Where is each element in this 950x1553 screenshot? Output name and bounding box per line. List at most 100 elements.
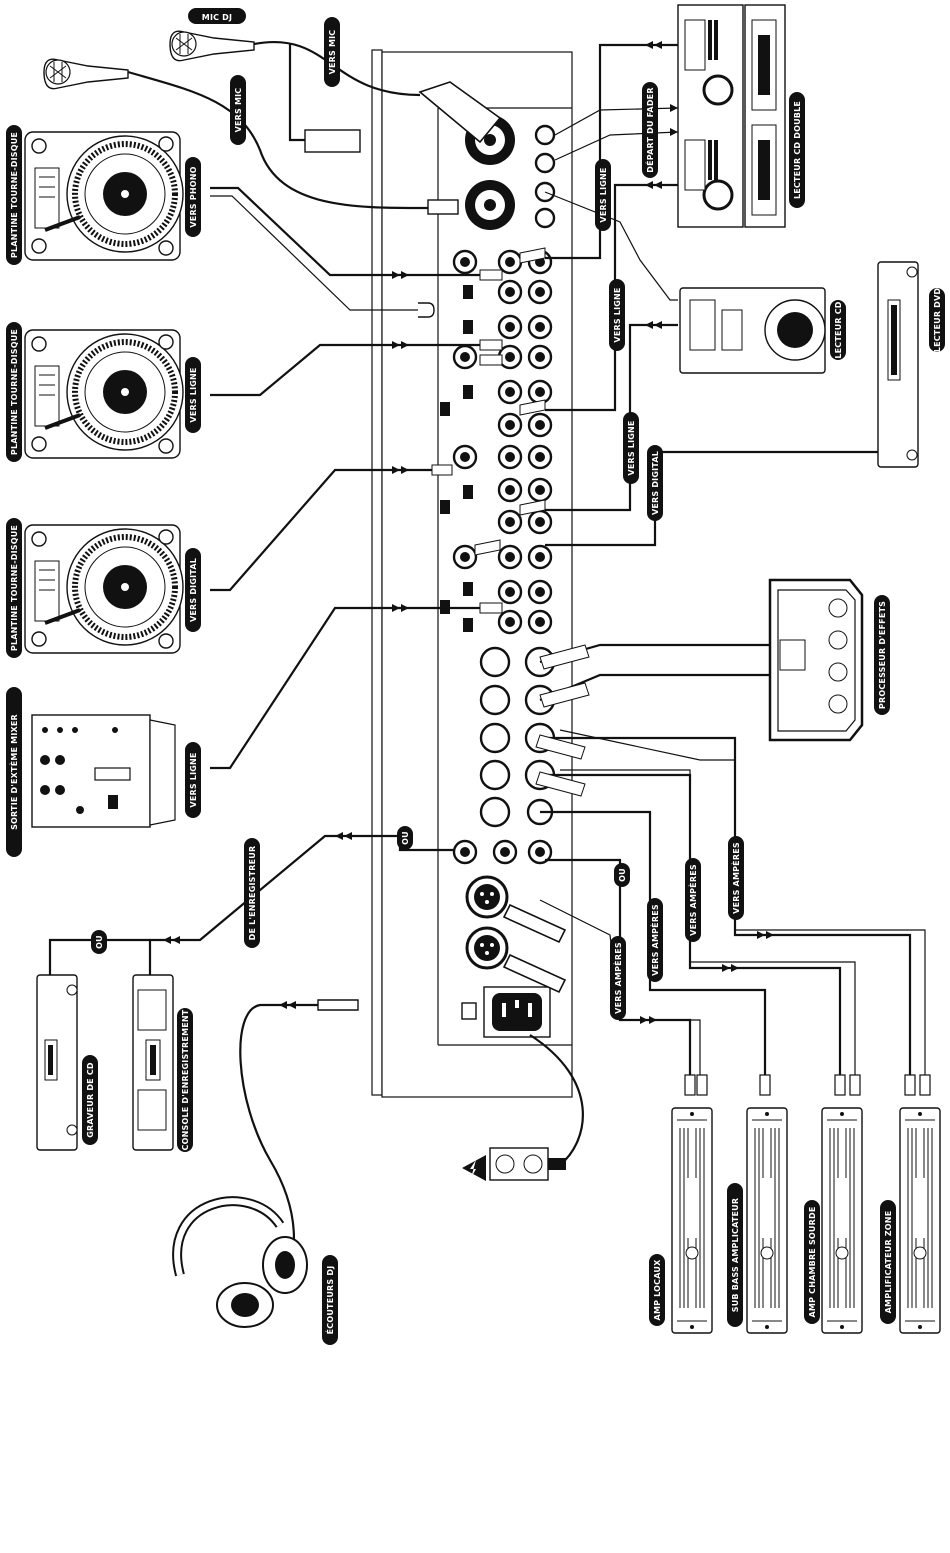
- svg-text:VERS LIGNE: VERS LIGNE: [189, 752, 198, 807]
- cd-burner-device: [36, 974, 78, 1151]
- label-amp-zone: AMPLIFICATEUR ZONE: [880, 1200, 896, 1324]
- label-amp-locaux: AMP LOCAUX: [649, 1254, 665, 1326]
- recording-deck-device: [132, 974, 174, 1151]
- svg-text:VERS LIGNE: VERS LIGNE: [613, 287, 622, 342]
- dj-microphone: [169, 30, 255, 62]
- svg-text:AMPLIFICATEUR ZONE: AMPLIFICATEUR ZONE: [884, 1211, 893, 1314]
- label-vers-amperes-4: VERS AMPÈRES: [728, 836, 744, 920]
- lightning-warning-icon: [462, 1155, 486, 1181]
- svg-text:VERS AMPÈRES: VERS AMPÈRES: [612, 942, 623, 1014]
- label-processeur-effets: PROCESSEUR D'EFFETS: [874, 595, 890, 715]
- turntable-3: [25, 525, 183, 653]
- svg-text:LECTEUR DVD: LECTEUR DVD: [933, 288, 942, 353]
- turntable-1: [25, 132, 183, 260]
- signal-arrows-headphone: [279, 1001, 296, 1009]
- label-amp-chambre: AMP CHAMBRE SOURDE: [804, 1200, 820, 1324]
- label-lecteur-cd-double: LECTEUR CD DOUBLE: [789, 92, 805, 208]
- label-vers-ligne-tt2: VERS LIGNE: [185, 357, 201, 433]
- amp-sub-bass: [746, 1107, 788, 1334]
- label-vers-mic-1: VERS MIC: [324, 17, 340, 87]
- power-inlet[interactable]: [461, 986, 551, 1038]
- signal-arrows-right: [645, 41, 678, 329]
- signal-arrows-recorder: [163, 832, 352, 944]
- svg-text:VERS LIGNE: VERS LIGNE: [189, 367, 198, 422]
- label-turntable-1: PLANTINE TOURNE-DISQUE: [6, 125, 22, 265]
- svg-text:OU: OU: [618, 868, 627, 882]
- svg-text:VERS AMPÈRES: VERS AMPÈRES: [687, 864, 698, 936]
- svg-text:VERS AMPÈRES: VERS AMPÈRES: [649, 904, 660, 976]
- label-mic-dj: MIC DJ: [188, 8, 246, 24]
- svg-text:DE L'ENREGISTREUR: DE L'ENREGISTREUR: [248, 846, 257, 941]
- svg-text:PLANTINE TOURNE-DISQUE: PLANTINE TOURNE-DISQUE: [10, 329, 19, 455]
- svg-text:SORTIE D'EXTÈME MIXER: SORTIE D'EXTÈME MIXER: [8, 714, 19, 830]
- label-depart-du-fader: DÉPART DU FADER: [642, 82, 658, 178]
- svg-text:ÉCOUTEURS DJ: ÉCOUTEURS DJ: [324, 1266, 335, 1335]
- svg-text:VERS MIC: VERS MIC: [234, 88, 243, 133]
- label-ou-right: OU: [614, 863, 630, 887]
- svg-text:VERS DIGITAL: VERS DIGITAL: [189, 558, 198, 622]
- wall-outlet: [489, 1147, 566, 1181]
- svg-text:PLANTINE TOURNE-DISQUE: PLANTINE TOURNE-DISQUE: [10, 132, 19, 258]
- label-vers-amperes-2: VERS AMPÈRES: [647, 898, 663, 982]
- rca-plugs-right: [474, 247, 546, 556]
- amp-local: [671, 1107, 713, 1334]
- xlr-plug-loose: [304, 129, 361, 153]
- svg-text:GRAVEUR DE CD: GRAVEUR DE CD: [86, 1062, 95, 1138]
- label-vers-amperes-3: VERS AMPÈRES: [685, 858, 701, 942]
- label-vers-mic-2: VERS MIC: [230, 75, 246, 145]
- label-vers-ligne-dvd: VERS LIGNE: [623, 412, 639, 484]
- svg-text:SUB BASS AMPLICATEUR: SUB BASS AMPLICATEUR: [731, 1198, 740, 1313]
- jack-plug-2: [427, 199, 459, 215]
- svg-text:VERS MIC: VERS MIC: [328, 30, 337, 75]
- svg-text:VERS DIGITAL: VERS DIGITAL: [651, 451, 660, 515]
- svg-text:PLANTINE TOURNE-DISQUE: PLANTINE TOURNE-DISQUE: [10, 525, 19, 651]
- amp-input-plugs: [684, 1074, 931, 1096]
- xlr-plug-1: [418, 81, 502, 144]
- svg-text:VERS AMPÈRES: VERS AMPÈRES: [730, 842, 741, 914]
- amp-anechoic: [821, 1107, 863, 1334]
- label-vers-digital-tt3: VERS DIGITAL: [185, 548, 201, 632]
- label-console-enregistrement: CONSOLE D'ENREGISTREMENT: [177, 1008, 193, 1152]
- svg-text:VERS PHONO: VERS PHONO: [189, 166, 198, 227]
- svg-text:MIC DJ: MIC DJ: [202, 13, 232, 22]
- label-graveur-cd: GRAVEUR DE CD: [82, 1055, 98, 1145]
- svg-text:VERS LIGNE: VERS LIGNE: [599, 167, 608, 222]
- label-vers-ligne-mixer: VERS LIGNE: [185, 742, 201, 818]
- label-lecteur-dvd: LECTEUR DVD: [929, 288, 945, 353]
- signal-arrows-amp: [640, 931, 774, 1024]
- dual-cd-player-device: [677, 4, 786, 228]
- svg-text:LECTEUR CD: LECTEUR CD: [834, 301, 843, 358]
- label-ou-top: OU: [397, 826, 413, 850]
- label-lecteur-cd: LECTEUR CD: [830, 300, 846, 360]
- label-turntable-3: PLANTINE TOURNE-DISQUE: [6, 518, 22, 658]
- fx-plugs: [502, 644, 590, 994]
- label-vers-phono: VERS PHONO: [185, 157, 201, 237]
- svg-text:OU: OU: [401, 831, 410, 845]
- external-mixer-device: [31, 714, 176, 828]
- svg-text:DÉPART DU FADER: DÉPART DU FADER: [644, 87, 655, 172]
- label-vers-digital-dvd: VERS DIGITAL: [647, 445, 663, 521]
- effects-processor-device: [768, 578, 864, 742]
- rca-plugs-left: [431, 269, 503, 614]
- label-external-mixer: SORTIE D'EXTÈME MIXER: [6, 687, 22, 857]
- turntable-2: [25, 330, 183, 458]
- svg-text:VERS LIGNE: VERS LIGNE: [627, 420, 636, 475]
- label-vers-ligne-double: VERS LIGNE: [595, 159, 611, 231]
- svg-text:PROCESSEUR D'EFFETS: PROCESSEUR D'EFFETS: [878, 601, 887, 709]
- microphone: [43, 58, 129, 90]
- fader-start-jacks[interactable]: [534, 124, 556, 229]
- cd-player-device: [679, 287, 826, 374]
- svg-text:CONSOLE D'ENREGISTREMENT: CONSOLE D'ENREGISTREMENT: [181, 1009, 190, 1150]
- mic-input-jack-2[interactable]: [465, 180, 515, 230]
- label-ou-recorder: OU: [91, 930, 107, 954]
- svg-text:AMP LOCAUX: AMP LOCAUX: [653, 1259, 662, 1321]
- svg-text:AMP CHAMBRE SOURDE: AMP CHAMBRE SOURDE: [808, 1207, 817, 1318]
- dj-headphones: [172, 1196, 308, 1328]
- label-de-lenregistreur: DE L'ENREGISTREUR: [244, 838, 260, 948]
- dvd-player-device: [877, 261, 919, 468]
- label-turntable-2: PLANTINE TOURNE-DISQUE: [6, 322, 22, 462]
- label-vers-ligne-cd: VERS LIGNE: [609, 279, 625, 351]
- svg-text:LECTEUR CD DOUBLE: LECTEUR CD DOUBLE: [793, 101, 802, 199]
- label-ecouteurs-dj: ÉCOUTEURS DJ: [322, 1255, 338, 1345]
